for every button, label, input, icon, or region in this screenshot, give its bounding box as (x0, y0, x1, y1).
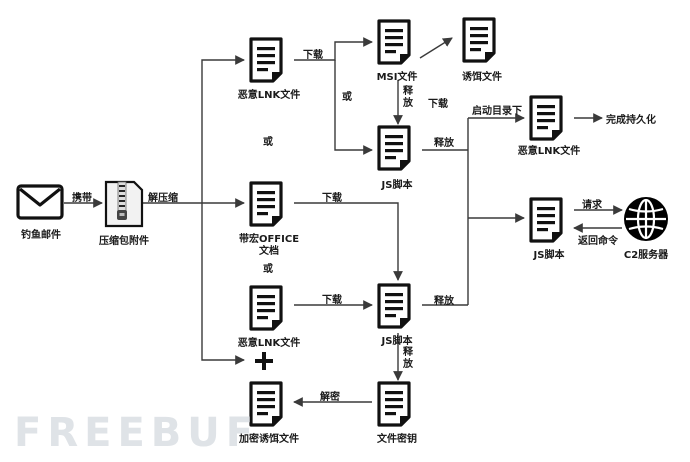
label-file-key: 文件密钥 (377, 434, 417, 445)
edge-lnk-js-top (334, 60, 373, 155)
archive-icon (104, 180, 144, 228)
label-persistence: 完成持久化 (606, 115, 656, 126)
edge-label-release-2: 释放 (434, 138, 454, 149)
edge-label-decompress: 解压缩 (148, 193, 178, 204)
label-office-doc-line1: 带宏OFFICE (238, 234, 300, 245)
js-script-icon-right (527, 196, 571, 244)
edge-label-decrypt: 解密 (320, 392, 340, 403)
edge-label-release-4: 释放 (403, 347, 413, 370)
js-script-icon-top (375, 124, 419, 172)
file-key-icon (375, 380, 419, 428)
edge-label-download-2: 下载 (428, 99, 448, 110)
label-encrypted-decoy: 加密诱饵文件 (239, 434, 299, 445)
watermark: FREEBUF (14, 410, 260, 456)
globe-icon (624, 197, 668, 241)
decoy-file-icon (460, 16, 504, 64)
lnk-file-icon-top (247, 36, 291, 84)
label-archive-attachment: 压缩包附件 (99, 236, 149, 247)
edge-office-js-bottom (294, 202, 403, 281)
separator-or-3: 或 (263, 264, 273, 275)
edge-lnk-msi (294, 37, 373, 61)
msi-file-icon (375, 18, 419, 66)
lnk-file-icon-bottom (247, 284, 291, 332)
label-js-script-top: JS脚本 (381, 180, 413, 191)
js-script-icon-bottom (375, 282, 419, 330)
edge-trunk-top-lnk (201, 55, 245, 203)
office-doc-icon (247, 180, 291, 228)
edge-label-release-1: 释放 (403, 86, 413, 109)
label-malicious-lnk-right: 恶意LNK文件 (517, 146, 581, 157)
edge-label-request: 请求 (582, 200, 602, 211)
edge-label-release-3: 释放 (434, 296, 454, 307)
edge-msi-decoy (419, 37, 453, 59)
label-c2-server: C2服务器 (623, 250, 669, 261)
connectors (64, 37, 623, 407)
edge-label-return-cmd: 返回命令 (578, 236, 618, 247)
label-decoy-file: 诱饵文件 (462, 72, 502, 83)
separator-or-2: 或 (263, 137, 273, 148)
edge-label-download-1: 下载 (303, 50, 323, 61)
label-js-script-bottom: JS脚本 (381, 336, 413, 347)
label-malicious-lnk-top: 恶意LNK文件 (237, 90, 301, 101)
separator-or-1: 或 (342, 92, 352, 103)
label-office-doc-line2: 文档 (259, 246, 279, 257)
edge-label-download-4: 下载 (322, 295, 342, 306)
label-phishing-email: 钓鱼邮件 (21, 230, 61, 241)
label-js-script-right: JS脚本 (533, 250, 565, 261)
edge-label-download-3: 下载 (322, 193, 342, 204)
envelope-icon (16, 184, 64, 220)
plus-icon (255, 352, 273, 370)
lnk-file-icon-right (527, 94, 571, 142)
edge-label-startup-dir: 启动目录下 (472, 106, 522, 117)
edge-trunk-bottom-lnk (201, 203, 245, 365)
edge-label-carry: 携带 (72, 193, 92, 204)
label-malicious-lnk-bottom: 恶意LNK文件 (237, 338, 301, 349)
label-msi-file: MSI文件 (376, 72, 418, 83)
